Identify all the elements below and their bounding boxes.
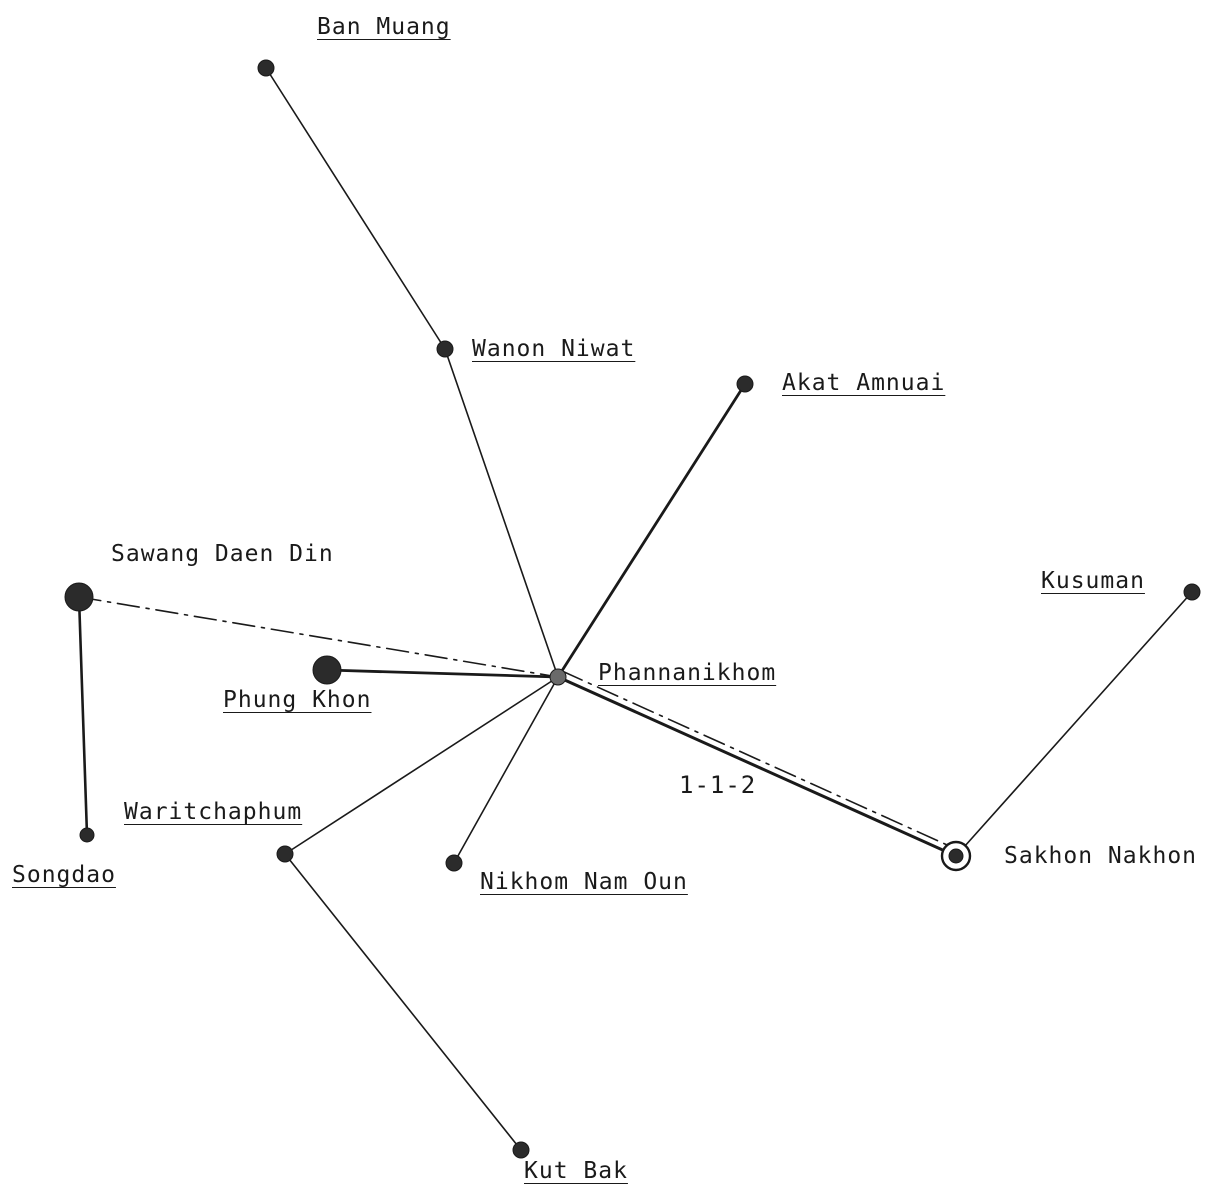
node-phannanikhom [549,668,567,686]
route-label: 1-1-2 [679,771,757,799]
node-kusuman [1183,583,1201,601]
label-nikhom-nam-oun: Nikhom Nam Oun [480,869,688,895]
edge-phannanikhom-sakhon-nakhon [556,675,958,858]
label-sawang-daen-din: Sawang Daen Din [111,541,334,567]
label-songdao: Songdao [12,862,116,888]
label-wanon-niwat: Wanon Niwat [472,336,636,362]
node-ban-muang [257,59,275,77]
node-wanon-niwat [436,340,454,358]
edge-wanon-niwat-phannanikhom [444,348,559,678]
edge-phannanikhom-sakhon-nakhon-dashdot [561,670,957,850]
edge-sawang-daen-din-songdao [77,595,89,837]
edge-waritchaphum-kut-bak [284,853,522,1151]
label-kusuman: Kusuman [1041,568,1145,594]
node-sakhon-nakhon [948,848,964,864]
node-nikhom-nam-oun [445,854,463,872]
node-akat-amnuai [736,375,754,393]
edge-sakhon-nakhon-kusuman [955,591,1193,857]
edge-phung-khon-phannanikhom [325,668,560,679]
edge-phannanikhom-waritchaphum [284,676,559,855]
edge-sawang-daen-din-phannanikhom [78,596,559,678]
node-sawang-daen-din [64,582,94,612]
label-phannanikhom: Phannanikhom [598,660,777,686]
edges [77,67,1193,1151]
label-phung-khon: Phung Khon [223,687,372,713]
label-waritchaphum: Waritchaphum [124,799,303,825]
node-waritchaphum [276,845,294,863]
node-kut-bak [512,1141,530,1159]
edge-akat-amnuai-phannanikhom [556,382,747,679]
label-akat-amnuai: Akat Amnuai [782,370,946,396]
label-ban-muang: Ban Muang [317,14,451,40]
edge-ban-muang-wanon-niwat [265,67,446,350]
node-phung-khon [312,655,342,685]
label-kut-bak: Kut Bak [524,1158,628,1184]
nodes [64,59,1201,1159]
label-sakhon-nakhon: Sakhon Nakhon [1004,843,1198,869]
edge-phannanikhom-nikhom-nam-oun [453,676,559,864]
node-songdao [79,827,95,843]
